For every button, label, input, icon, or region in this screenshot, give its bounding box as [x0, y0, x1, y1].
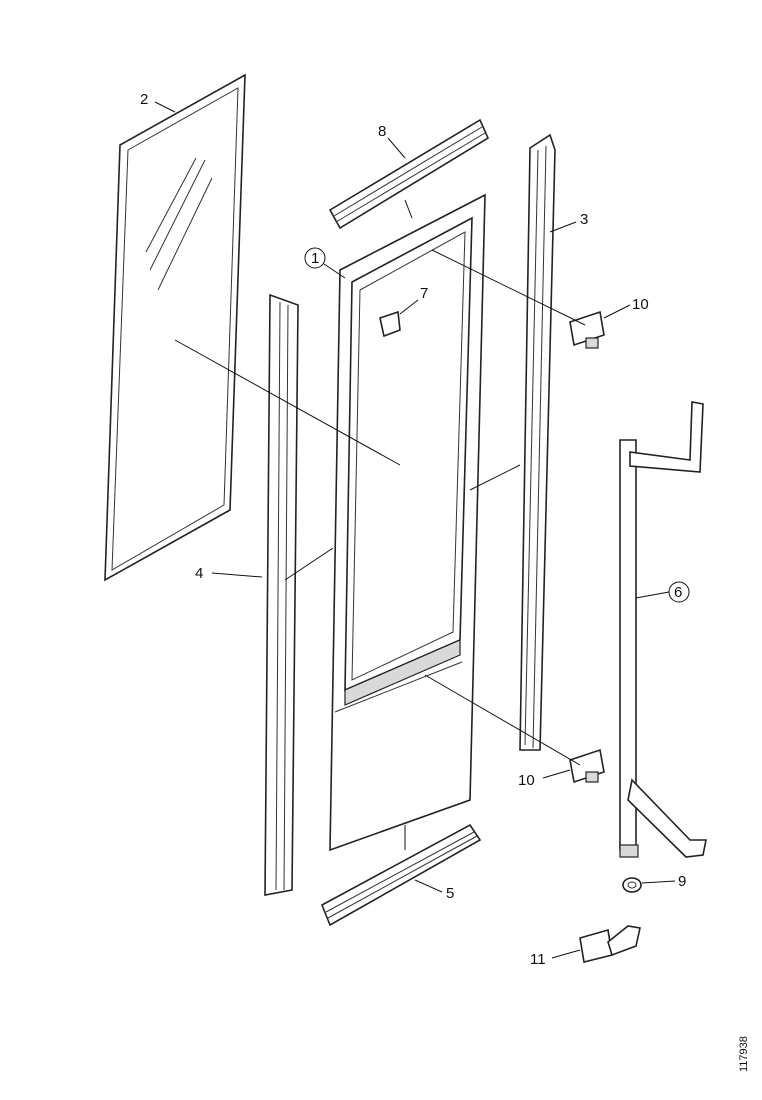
callout-2: 2: [140, 91, 176, 113]
callout-10-upper: 10: [603, 296, 649, 319]
callout-6: 6: [635, 581, 690, 603]
clip-part-7: [379, 310, 401, 338]
bottom-bracket-part-11: [579, 925, 641, 963]
callout-label-10-upper: 10: [632, 296, 649, 313]
callout-5: 5: [414, 879, 454, 902]
hinge-bracket-part-10-lower: [569, 748, 605, 784]
door-frame-part-1: [329, 193, 486, 852]
callout-label-3: 3: [580, 211, 588, 228]
callout-label-5: 5: [446, 885, 454, 902]
callout-label-9: 9: [678, 873, 686, 890]
callout-1: 1: [304, 247, 346, 279]
left-profile-part-4: [264, 293, 299, 896]
callout-label-4: 4: [195, 565, 203, 582]
handle-bar-part-6: [619, 401, 707, 858]
callout-4: 4: [195, 565, 263, 582]
right-profile-part-3: [519, 133, 556, 751]
callout-7: 7: [399, 285, 428, 315]
bottom-rail-part-5: [320, 823, 482, 927]
drawing-number: 117938: [738, 1036, 750, 1072]
callout-label-8-top: 8: [378, 123, 386, 140]
callout-8-top: 8: [378, 123, 406, 159]
callout-label-10-lower: 10: [518, 772, 535, 789]
callout-label-7: 7: [420, 285, 428, 302]
glass-pane-part-2: [104, 73, 246, 582]
callout-10-lower: 10: [518, 769, 571, 789]
callout-9: 9: [641, 873, 686, 890]
callout-label-2: 2: [140, 91, 148, 108]
assembly-alignment-lines: [174, 199, 586, 850]
top-rail-part-8: [328, 118, 490, 230]
callout-11: 11: [530, 949, 581, 968]
hinge-bracket-part-10-upper: [569, 310, 605, 349]
callout-label-11: 11: [530, 951, 546, 968]
callout-3: 3: [549, 211, 588, 233]
washer-part-9: [622, 877, 642, 893]
callout-label-1: 1: [311, 250, 319, 267]
callout-label-6: 6: [674, 584, 682, 601]
